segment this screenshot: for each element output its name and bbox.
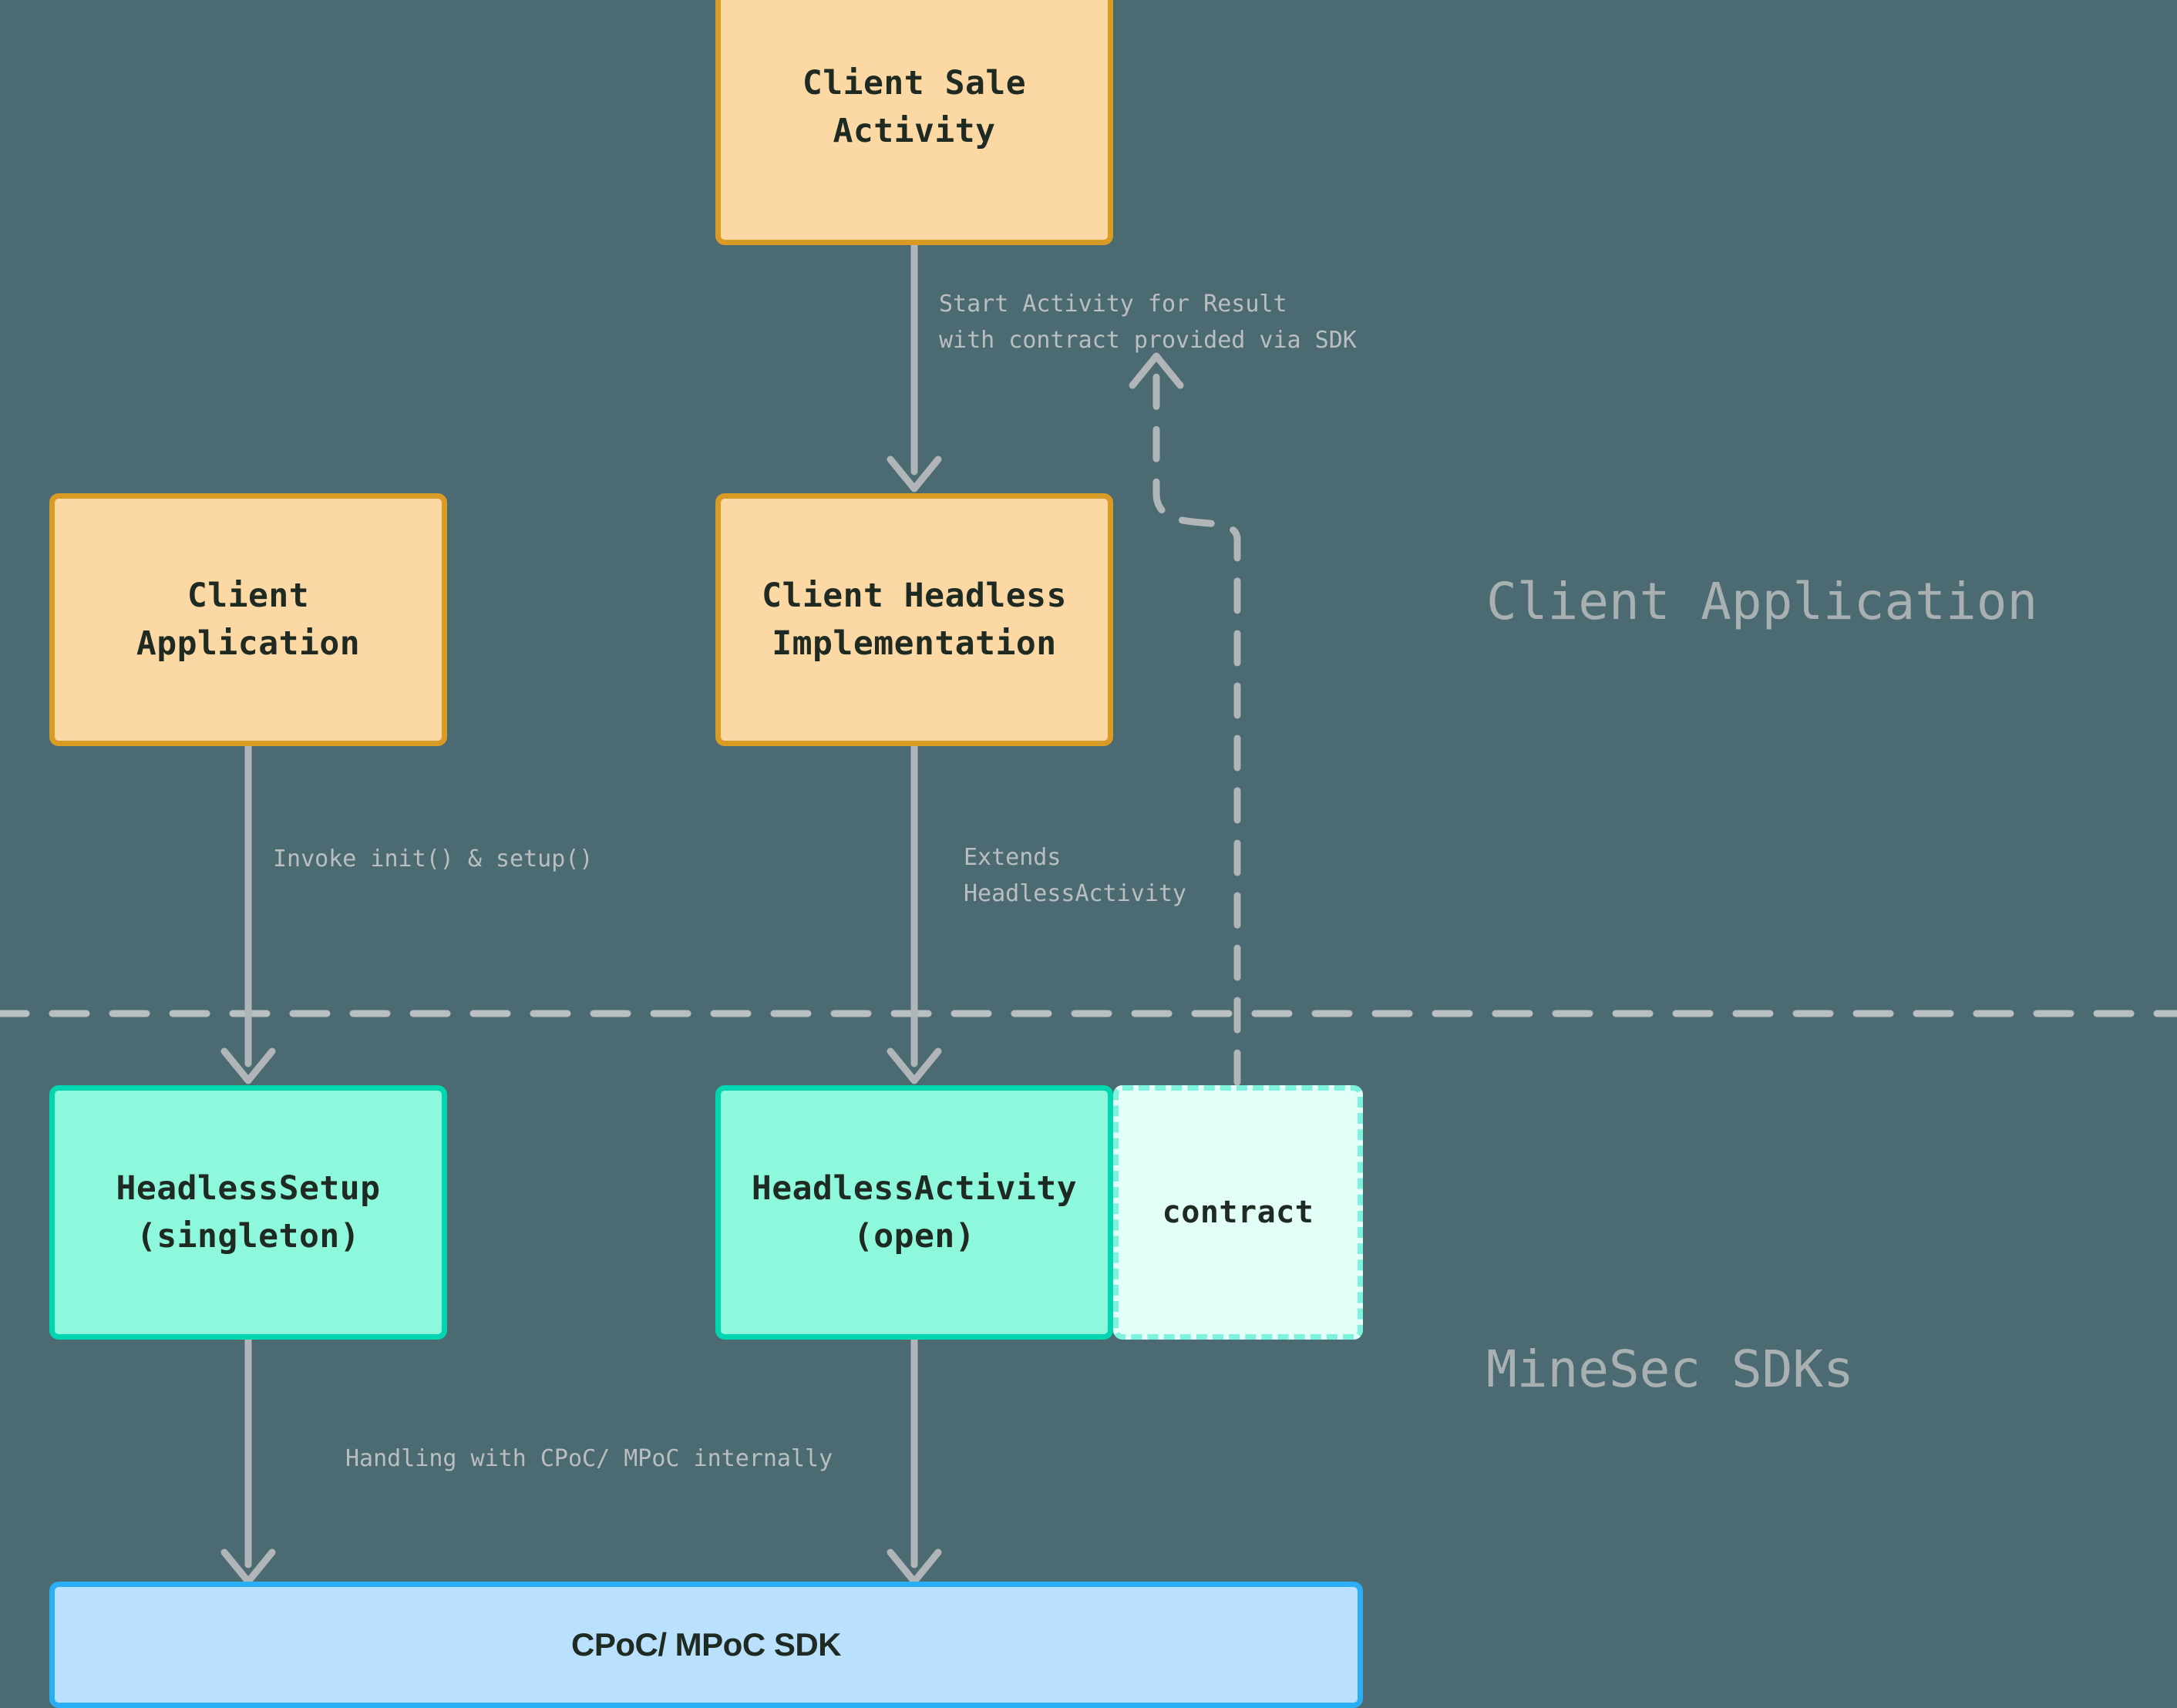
edge-label-handling-with-cpoc-mpoc: Handling with CPoC/ MPoC internally xyxy=(345,1445,833,1472)
node-cpoc-mpoc-sdk[interactable]: CPoC/ MPoC SDK xyxy=(49,1582,1363,1708)
edge-sale-activity-to-headless-impl xyxy=(887,241,942,493)
zone-label-minesec-sdks: MineSec SDKs xyxy=(1486,1340,1854,1399)
edge-label-start-activity-for-result: Start Activity for Result with contract … xyxy=(939,291,1357,354)
zone-label-client-application: Client Application xyxy=(1486,572,2038,631)
node-headless-setup[interactable]: HeadlessSetup (singleton) xyxy=(49,1085,447,1340)
node-headless-activity[interactable]: HeadlessActivity (open) xyxy=(715,1085,1113,1340)
edge-client-app-to-headless-setup xyxy=(220,742,276,1084)
node-contract[interactable]: contract xyxy=(1113,1085,1363,1340)
edge-headless-activity-to-sdk xyxy=(887,1336,942,1585)
edge-label-invoke-init-setup: Invoke init() & setup() xyxy=(273,846,594,872)
node-client-sale-activity[interactable]: Client Sale Activity xyxy=(715,0,1113,245)
edge-label-extends-headlessactivity: Extends HeadlessActivity xyxy=(964,844,1186,907)
edge-headless-impl-to-headless-activity xyxy=(887,742,942,1084)
edge-contract-to-sale-activity xyxy=(1129,352,1241,1086)
node-client-application[interactable]: Client Application xyxy=(49,493,447,746)
node-client-headless-implementation[interactable]: Client Headless Implementation xyxy=(715,493,1113,746)
edge-headless-setup-to-sdk xyxy=(220,1336,276,1585)
